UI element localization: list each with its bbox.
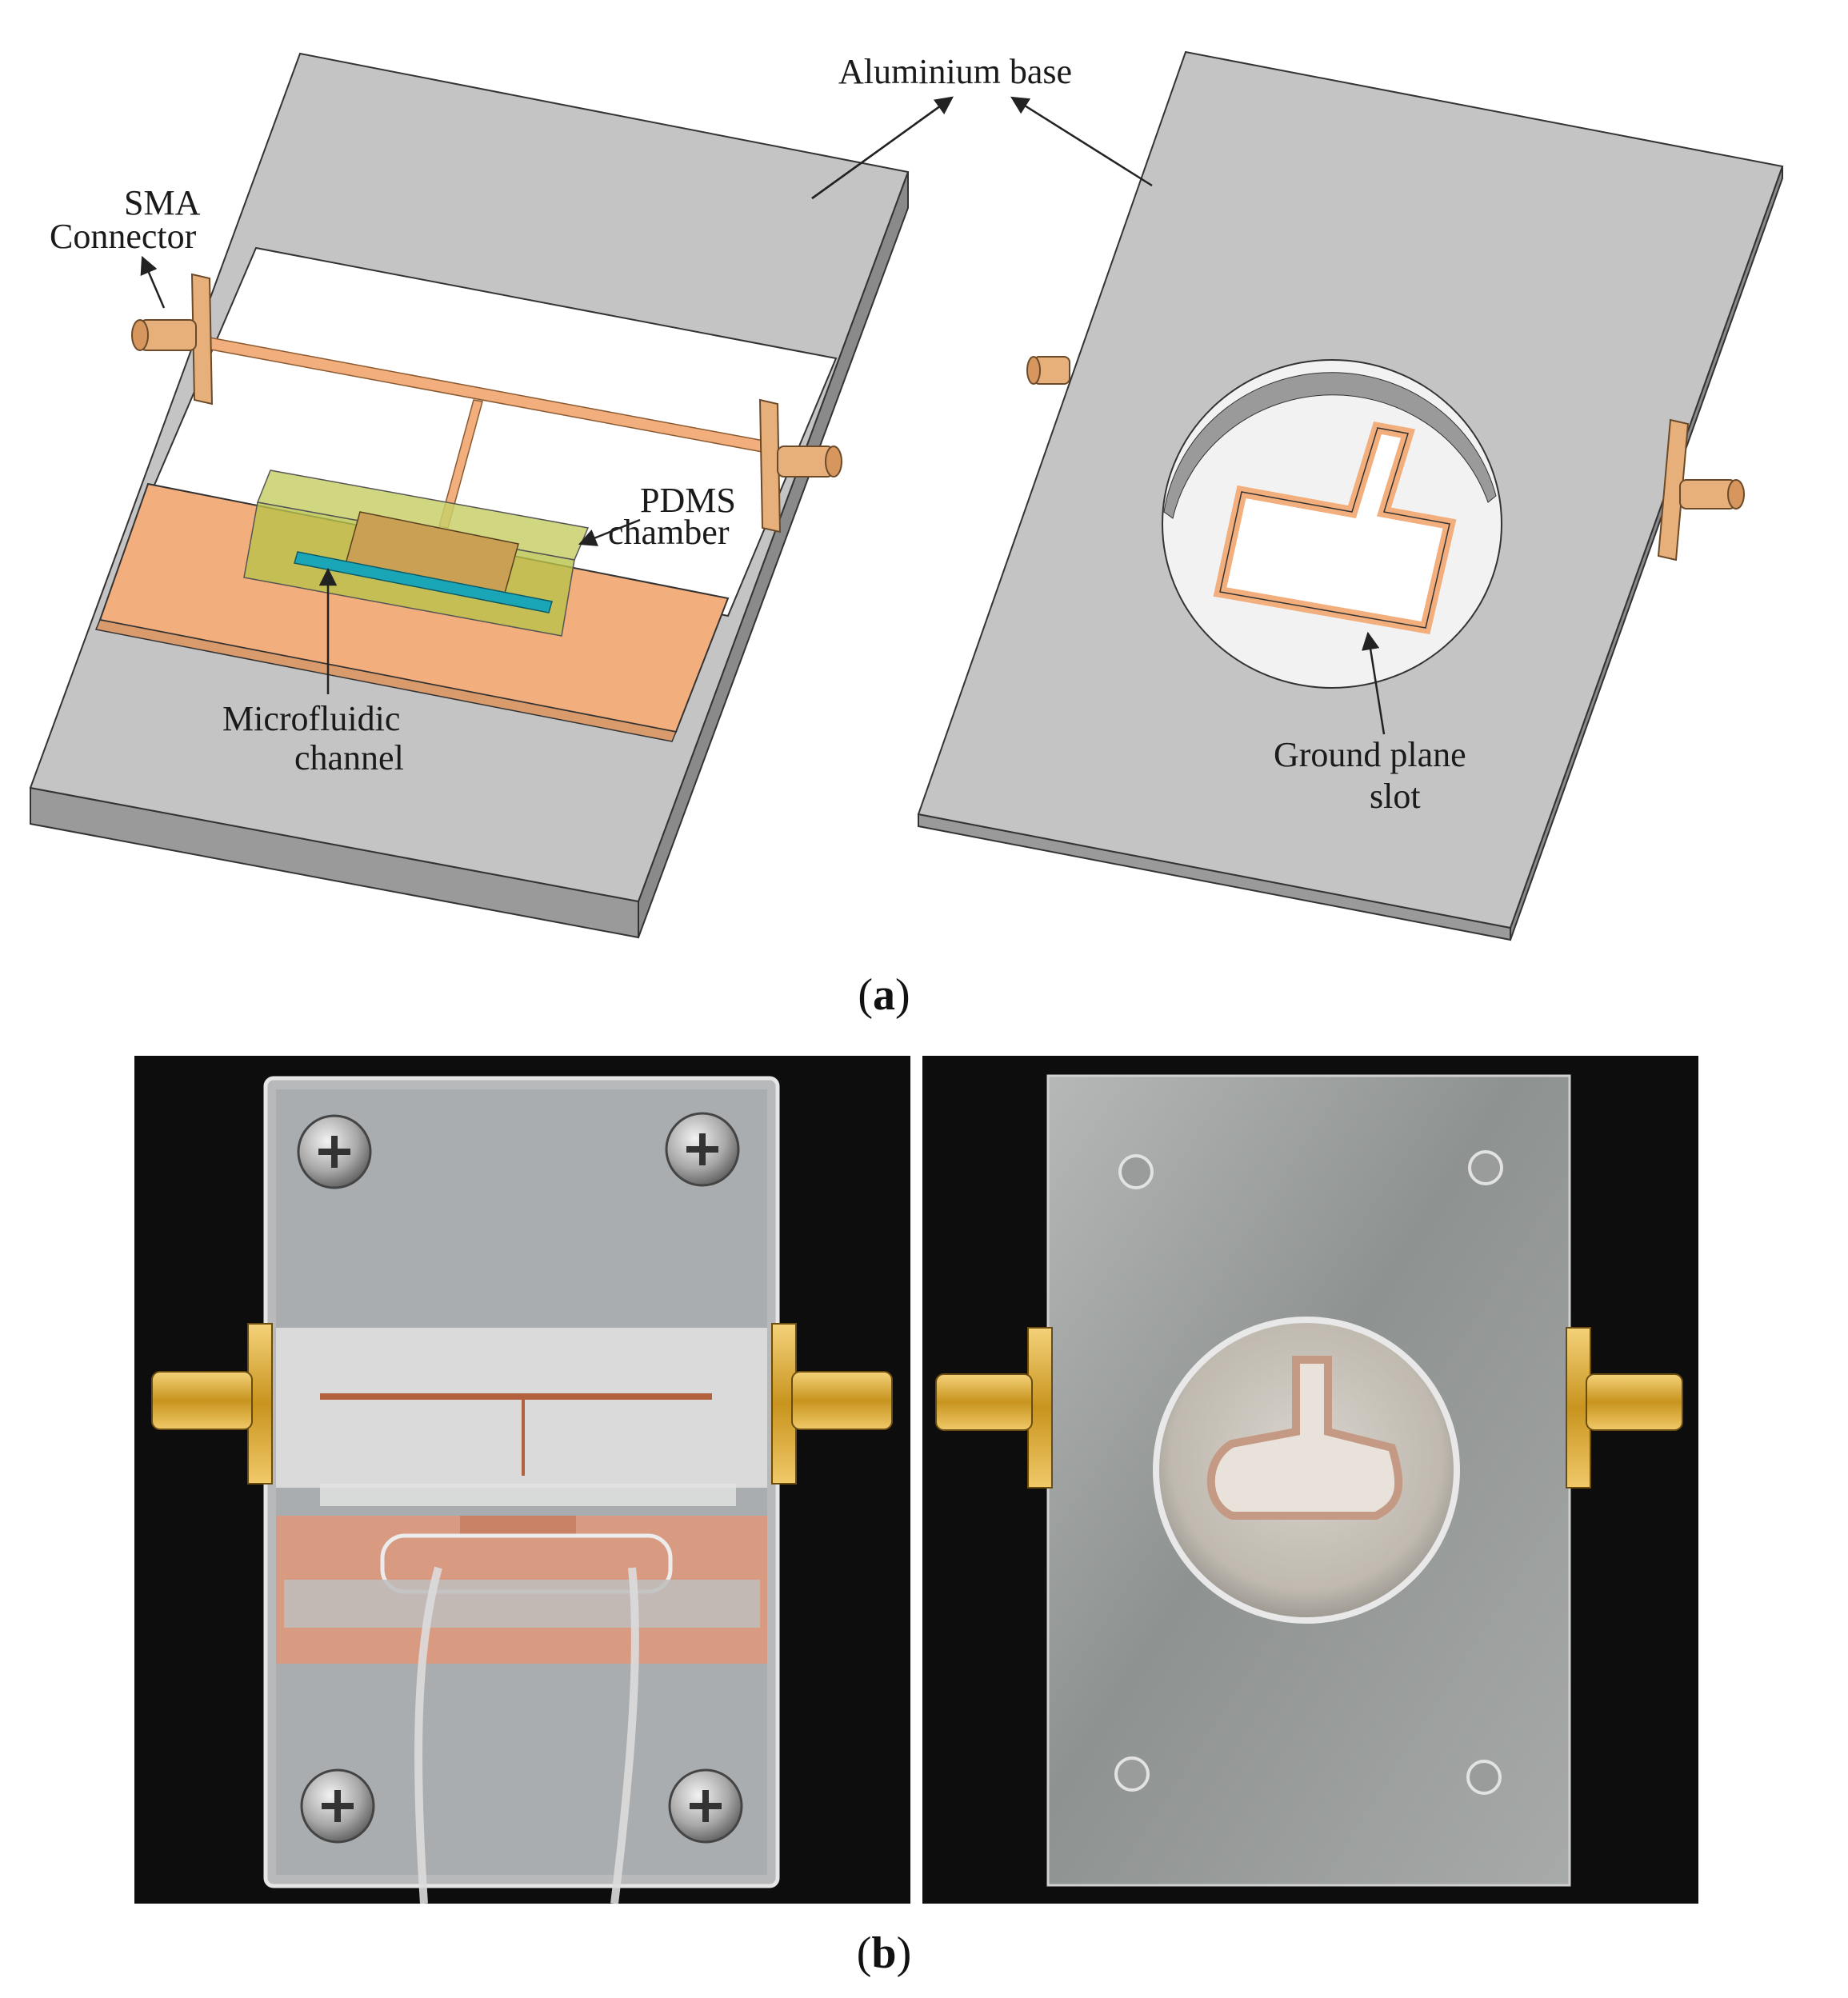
photo-feed-line [320,1393,712,1400]
screw-top-left [297,1114,372,1189]
photo-left-sma [151,1323,273,1485]
label-micro-line1: Microfluidic [222,699,400,738]
plate-hole-bl [1114,1756,1150,1792]
arrow-aluminium-left-head [811,96,954,200]
plate-hole-br [1466,1760,1502,1795]
photo2-left-sma [935,1327,1053,1489]
panel-a-right-model [917,50,1784,941]
plate-hole-tl [1118,1154,1154,1189]
label-pdms-line2: chamber [608,513,730,552]
arrow-ground [1362,631,1386,735]
caption-a: (a) [858,970,910,1020]
left-sma-connector [131,273,214,406]
photo-t-slot [1206,1356,1403,1520]
screw-bottom-left [300,1768,375,1844]
label-aluminium-base: Aluminium base [838,52,1072,91]
caption-b: (b) [857,1928,911,1978]
panel-a-labels: Aluminium base SMA Connector PDMS chambe… [50,52,1466,816]
right-sma-connector [758,398,842,533]
label-pdms-line1: PDMS [640,481,736,520]
tube-left [414,1566,442,1904]
right-view-left-connector [1026,356,1070,385]
tube-right [610,1567,639,1904]
label-ground-line2: slot [1370,777,1421,816]
screw-top-right [665,1112,740,1187]
label-sma-line2: Connector [50,217,197,256]
label-sma-line1: SMA [124,183,201,222]
photo-top-side [134,1056,910,1904]
microfluidic-channel [294,551,553,613]
right-view-right-connector [1657,418,1745,561]
plate-hole-tr [1468,1150,1503,1185]
panel-a-left-model [29,52,910,939]
screw-bottom-right [668,1768,743,1844]
arrow-pdms [578,518,641,546]
left-copper-edge [94,619,678,742]
photo2-right-sma [1566,1327,1683,1489]
photo-bottom-side [922,1056,1698,1904]
label-ground-line1: Ground plane [1274,735,1466,774]
photo-right-sma [771,1323,893,1485]
arrow-aluminium-right [1010,96,1153,187]
arrow-sma [140,255,166,309]
label-micro-line2: channel [294,738,404,777]
